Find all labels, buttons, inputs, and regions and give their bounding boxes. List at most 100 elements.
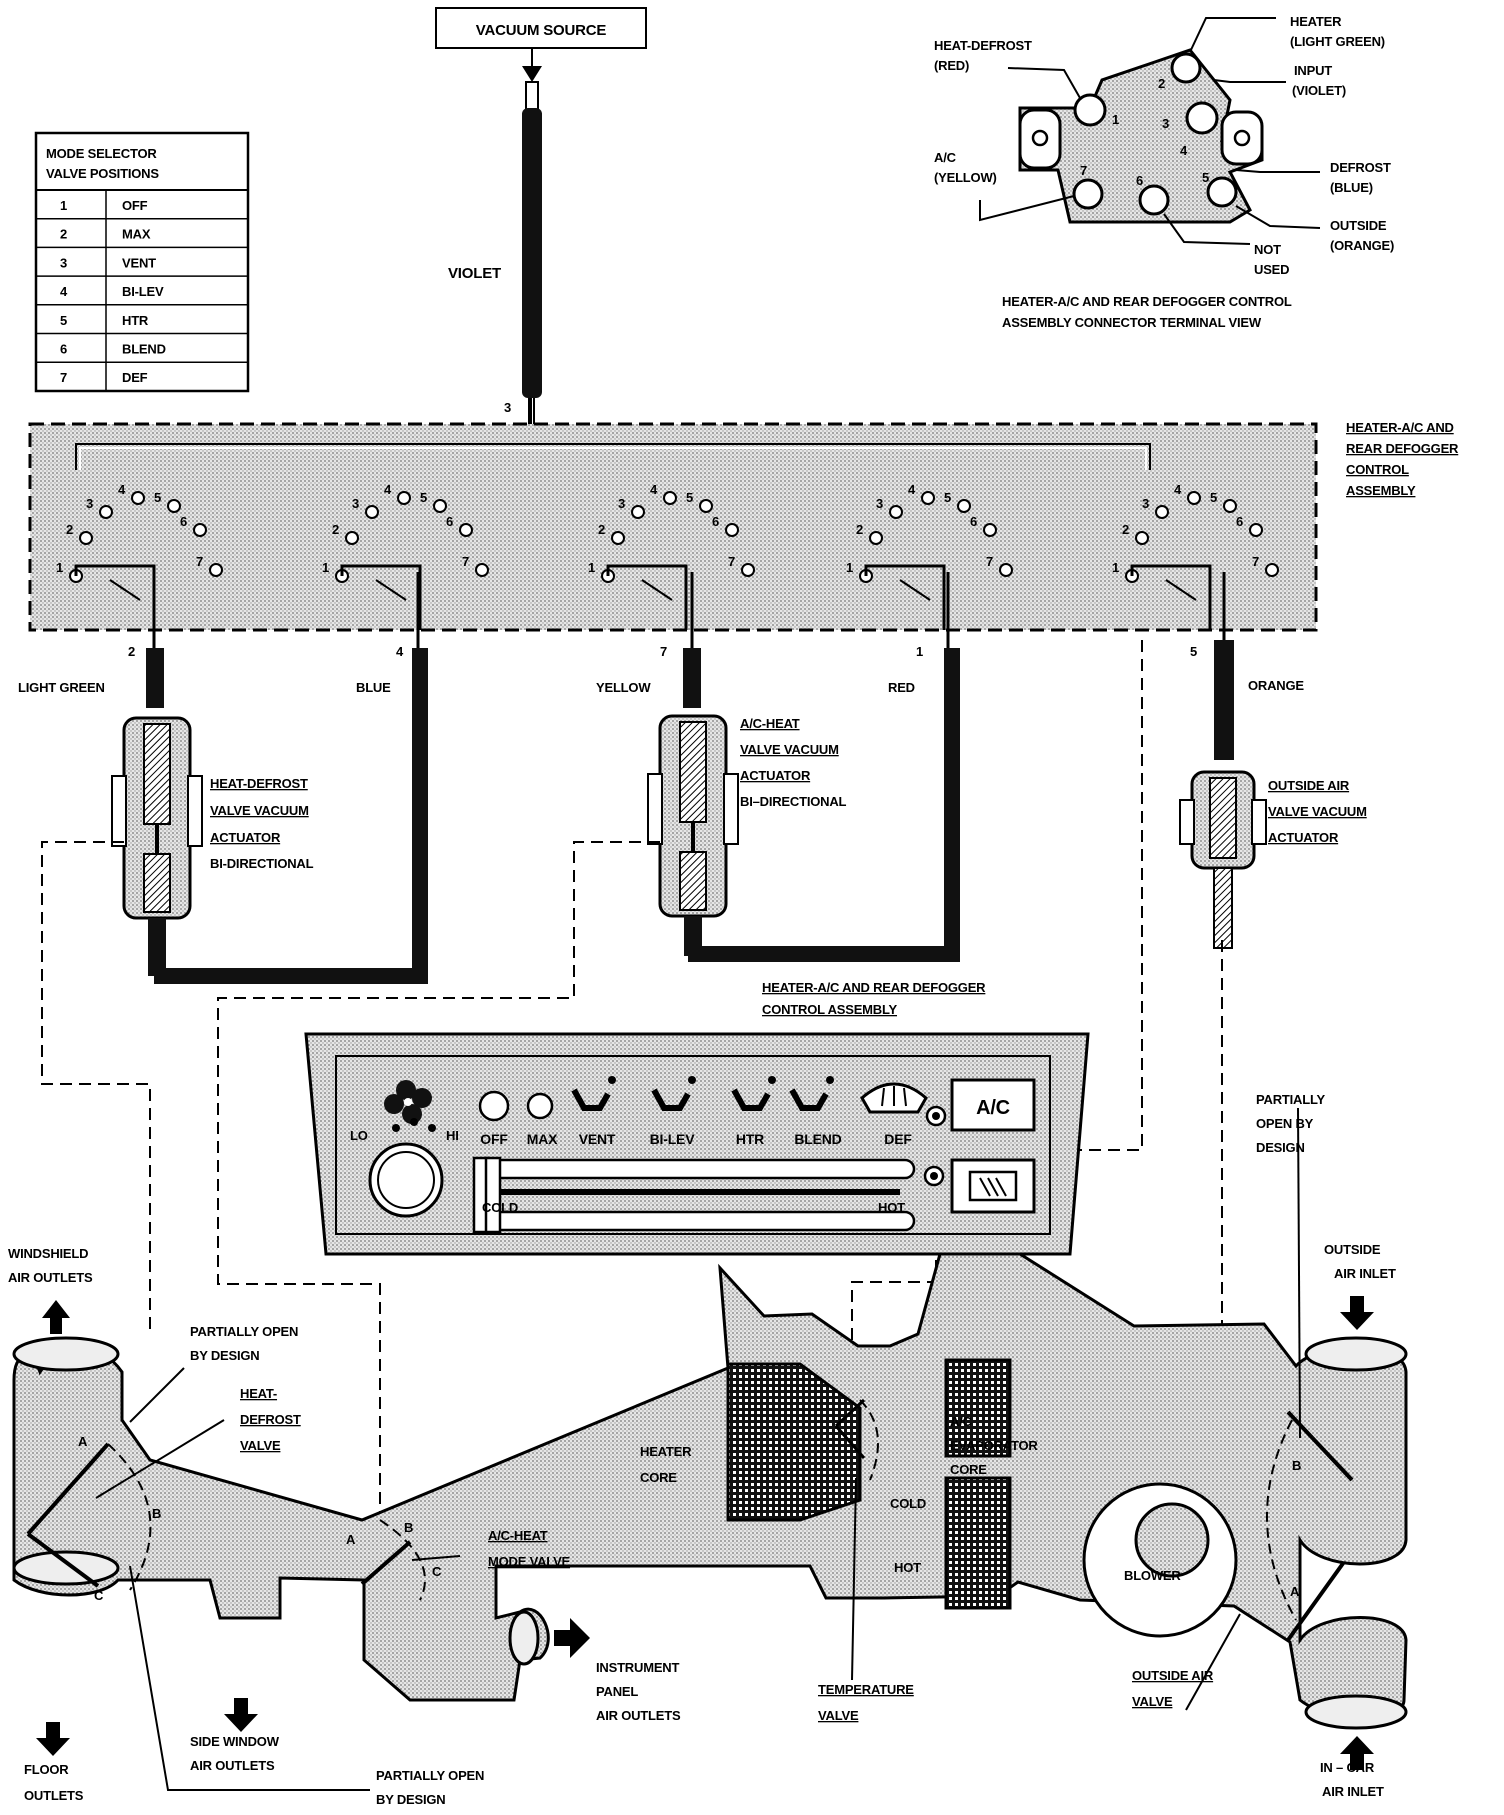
mode-row-number: 5 <box>60 313 67 328</box>
lbl-windshield-2: AIR OUTLETS <box>8 1270 93 1285</box>
valve-port-number: 2 <box>332 522 339 537</box>
valve-port-number: 5 <box>154 490 161 505</box>
valve-port-number: 4 <box>650 482 658 497</box>
hose-lightgreen-label: LIGHT GREEN <box>18 680 105 695</box>
control-panel: HEATER-A/C AND REAR DEFOGGER CONTROL ASS… <box>304 980 1090 1256</box>
valve-rotor-arm <box>1130 564 1212 630</box>
mode-row-number: 6 <box>60 342 67 357</box>
lbl-hdv-2: DEFROST <box>240 1412 301 1427</box>
mode-row-number: 3 <box>60 255 67 270</box>
valve-port <box>397 491 411 505</box>
valve-port <box>1265 563 1279 577</box>
act-hd-1: HEAT-DEFROST <box>210 776 308 791</box>
valve-port-number: 4 <box>118 482 126 497</box>
lbl-po-right-1: PARTIALLY <box>1256 1092 1326 1107</box>
valve-port <box>1249 523 1263 537</box>
temperature-slider[interactable] <box>472 1210 916 1232</box>
lbl-evap-2: EVAPORATOR <box>950 1438 1038 1453</box>
panel-hot: HOT <box>878 1200 905 1215</box>
valve-port <box>983 523 997 537</box>
max-button[interactable] <box>526 1092 554 1120</box>
lbl-ip-1: INSTRUMENT <box>596 1660 679 1675</box>
lbl-po-bottom-2: BY DESIGN <box>376 1792 445 1807</box>
lbl-heater-core-1: HEATER <box>640 1444 692 1459</box>
valve-port-number: 7 <box>1252 554 1259 569</box>
valve-port-number: 1 <box>56 560 63 575</box>
lbl-temp-valve-1: TEMPERATURE <box>818 1682 914 1697</box>
mode-slider[interactable] <box>472 1158 916 1180</box>
lbl-blower: BLOWER <box>1124 1568 1181 1583</box>
act-ah-1: A/C-HEAT <box>740 716 800 731</box>
conn-heater-2: (LIGHT GREEN) <box>1290 34 1385 49</box>
door-c-left: C <box>94 1588 104 1603</box>
pin-6: 6 <box>1136 173 1143 188</box>
fan-speed-knob[interactable] <box>368 1142 444 1218</box>
violet-label: VIOLET <box>448 265 501 282</box>
hose-blue-label: BLUE <box>356 680 391 695</box>
lbl-po-right-3: DESIGN <box>1256 1140 1305 1155</box>
hose-red-label: RED <box>888 680 915 695</box>
mode-row-label: BI-LEV <box>122 284 164 299</box>
valve-port <box>725 523 739 537</box>
lbl-outside-inlet-1: OUTSIDE <box>1324 1242 1381 1257</box>
valve-port-number: 3 <box>352 496 359 511</box>
vacuum-source-label: VACUUM SOURCE <box>476 22 607 39</box>
conn-heatdef-1: HEAT-DEFROST <box>934 38 1032 53</box>
valve-port-number: 1 <box>322 560 329 575</box>
valve-port-number: 4 <box>908 482 916 497</box>
vent-seat-icon <box>571 1076 616 1111</box>
valve-port-number: 4 <box>1174 482 1182 497</box>
mode-row-number: 4 <box>60 284 68 299</box>
lbl-ip-3: AIR OUTLETS <box>596 1708 681 1723</box>
valve-port <box>475 563 489 577</box>
pin-5: 5 <box>1202 170 1209 185</box>
valve-rotor-indicator <box>109 579 141 601</box>
valve-port <box>99 505 113 519</box>
act-ah-4: BI–DIRECTIONAL <box>740 794 847 809</box>
valve-port <box>869 531 883 545</box>
conn-defrost-1: DEFROST <box>1330 160 1391 175</box>
act-ah-3: ACTUATOR <box>740 768 811 783</box>
hoses: 2 LIGHT GREEN 4 BLUE 7 YELLOW 1 RED 5 OR… <box>18 572 1305 984</box>
hose-num-blue: 4 <box>396 644 404 659</box>
blend-seat-icon <box>789 1076 834 1111</box>
fan-icon <box>384 1080 432 1124</box>
act-hd-2: VALVE VACUUM <box>210 803 309 818</box>
panel-cold: COLD <box>482 1200 518 1215</box>
htr-seat-icon <box>731 1076 776 1111</box>
off-button[interactable] <box>478 1090 510 1122</box>
valve-port-number: 6 <box>1236 514 1243 529</box>
lbl-incar-2: AIR INLET <box>1322 1784 1384 1799</box>
conn-caption-1: HEATER-A/C AND REAR DEFOGGER CONTROL <box>1002 294 1292 309</box>
valve-port-number: 5 <box>1210 490 1217 505</box>
conn-outside-1: OUTSIDE <box>1330 218 1387 233</box>
door-b-mid: B <box>404 1520 413 1535</box>
valve-port <box>1155 505 1169 519</box>
panel-lo: LO <box>350 1128 368 1143</box>
mode-row-label: MAX <box>122 227 151 242</box>
valve-port-number: 6 <box>970 514 977 529</box>
ac-button[interactable] <box>950 1078 1036 1132</box>
lbl-ahmv-2: MODE VALVE <box>488 1554 571 1569</box>
valve-rotor-arm <box>340 564 422 630</box>
outside-air-actuator: OUTSIDE AIR VALVE VACUUM ACTUATOR <box>1179 770 1367 949</box>
valve-port-number: 1 <box>846 560 853 575</box>
valve-port <box>957 499 971 513</box>
lbl-po-top-2: BY DESIGN <box>190 1348 259 1363</box>
valve-port <box>345 531 359 545</box>
valve-port-number: 2 <box>856 522 863 537</box>
lbl-oav-1: OUTSIDE AIR <box>1132 1668 1214 1683</box>
valve-rotor-arm <box>606 564 688 630</box>
btn-label-off: OFF <box>480 1131 508 1147</box>
valve-port <box>699 499 713 513</box>
hose-num-red: 1 <box>916 644 923 659</box>
valve-port <box>193 523 207 537</box>
conn-input-2: (VIOLET) <box>1292 83 1346 98</box>
valve-port <box>999 563 1013 577</box>
mode-row-number: 1 <box>60 198 67 213</box>
assembly-label-2: REAR DEFOGGER <box>1346 441 1459 456</box>
valve-port-number: 1 <box>1112 560 1119 575</box>
